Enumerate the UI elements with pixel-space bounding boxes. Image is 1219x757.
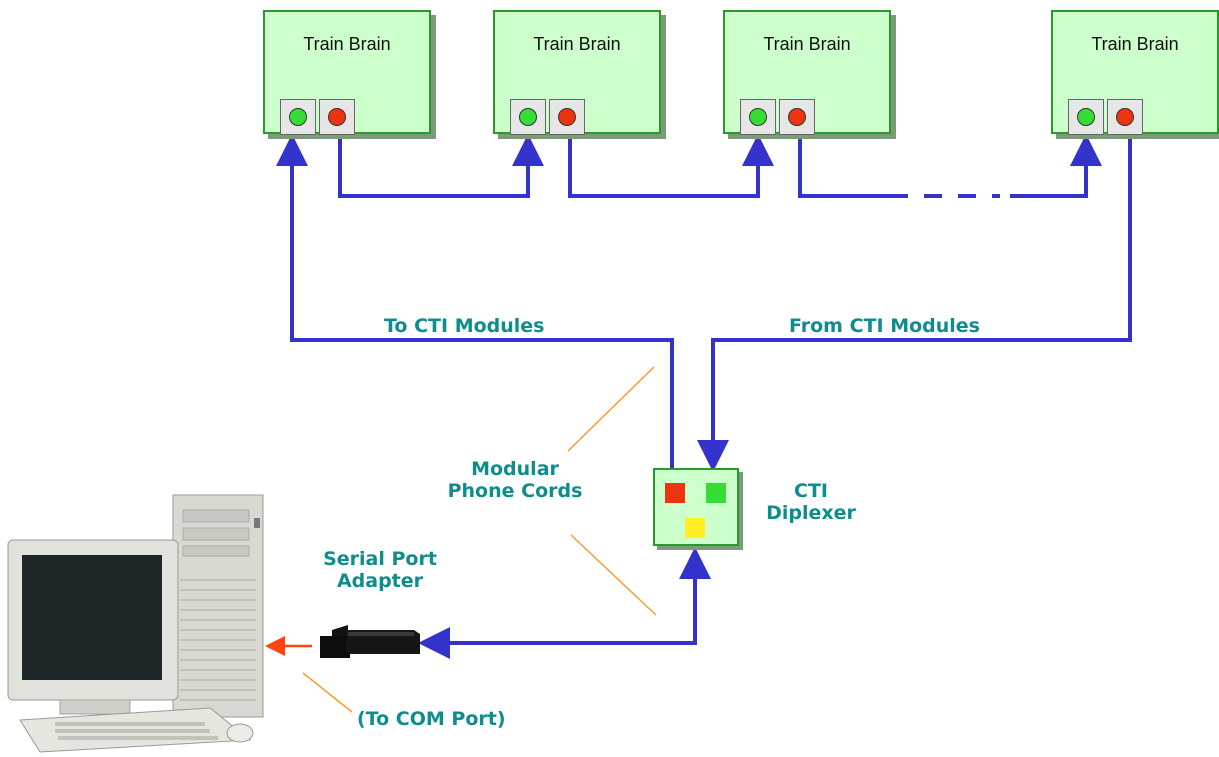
input-port xyxy=(1068,99,1104,135)
output-port xyxy=(549,99,585,135)
callout-line-upper xyxy=(567,366,655,452)
module-title: Train Brain xyxy=(303,34,391,54)
input-port xyxy=(510,99,546,135)
cti-label-line1: CTI xyxy=(794,480,828,502)
red-led-icon xyxy=(328,108,346,126)
from-cti-label: From CTI Modules xyxy=(789,315,980,337)
green-led-icon xyxy=(289,108,307,126)
chain-wire-2-3 xyxy=(568,134,774,198)
from-cti-wire xyxy=(697,138,1132,472)
serial-label-line2: Adapter xyxy=(336,570,424,592)
adapter-wire xyxy=(418,556,697,659)
serial-port-adapter-icon xyxy=(320,625,420,658)
callout-line-com xyxy=(302,672,353,713)
red-led-icon xyxy=(558,108,576,126)
callout-line-lower xyxy=(570,534,657,616)
modular-label-line2: Phone Cords xyxy=(447,480,583,502)
output-port xyxy=(319,99,355,135)
input-port xyxy=(280,99,316,135)
desktop-computer-icon xyxy=(7,494,264,753)
output-port xyxy=(779,99,815,135)
output-port xyxy=(1107,99,1143,135)
train-brain-module: Train Brain xyxy=(263,10,431,135)
to-cti-label: To CTI Modules xyxy=(384,315,545,337)
green-led-icon xyxy=(1077,108,1095,126)
serial-port-adapter-label: Serial Port Adapter xyxy=(300,548,460,592)
train-brain-module: Train Brain xyxy=(1051,10,1219,135)
cti-label-line2: Diplexer xyxy=(766,502,856,524)
modular-phone-cords-label: Modular Phone Cords xyxy=(430,458,600,502)
module-title: Train Brain xyxy=(763,34,851,54)
chain-wire-1-2 xyxy=(338,134,544,198)
train-brain-module: Train Brain xyxy=(723,10,891,135)
serial-label-line1: Serial Port xyxy=(323,548,437,570)
input-port xyxy=(740,99,776,135)
red-led-icon xyxy=(1116,108,1134,126)
train-brain-module: Train Brain xyxy=(493,10,661,135)
cti-diplexer-label: CTI Diplexer xyxy=(756,480,866,524)
green-led-icon xyxy=(519,108,537,126)
modular-label-line1: Modular xyxy=(471,458,559,480)
module-title: Train Brain xyxy=(533,34,621,54)
green-led-icon xyxy=(749,108,767,126)
red-led-icon xyxy=(788,108,806,126)
module-title: Train Brain xyxy=(1091,34,1179,54)
yellow-led-icon xyxy=(685,518,705,538)
green-led-icon xyxy=(706,483,726,503)
to-cti-wire xyxy=(276,134,674,468)
chain-wire-to-4 xyxy=(1010,134,1102,198)
red-led-icon xyxy=(665,483,685,503)
com-port-label: (To COM Port) xyxy=(357,708,506,730)
cti-diplexer xyxy=(653,468,739,546)
